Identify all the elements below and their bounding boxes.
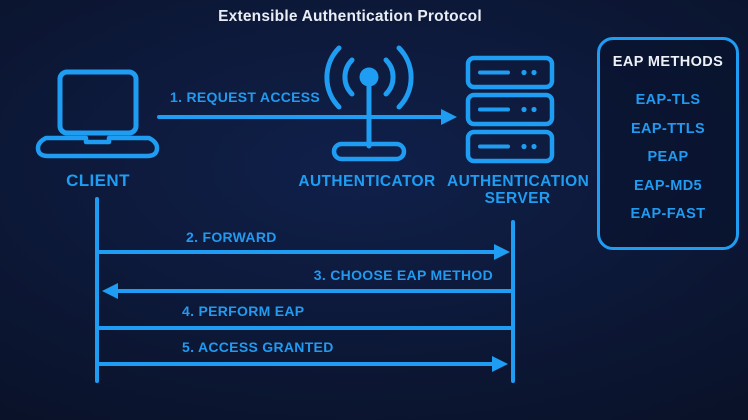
message-label-access-granted: 5. ACCESS GRANTED: [182, 339, 334, 355]
arrow-choose-eap-method: [102, 283, 515, 299]
authenticator-label: AUTHENTICATOR: [298, 173, 436, 190]
wifi-wave-right-inner: [383, 57, 396, 97]
eap-method-item: EAP-TTLS: [630, 120, 706, 137]
access-point-icon: [324, 45, 414, 162]
message-label-choose-eap-method: 3. CHOOSE EAP METHOD: [313, 267, 493, 283]
wifi-wave-left-inner: [342, 57, 355, 97]
message-label-request-access: 1. REQUEST ACCESS: [170, 89, 321, 105]
auth-server-label-line2: SERVER: [484, 190, 551, 207]
page-title: Extensible Authentication Protocol: [218, 8, 482, 25]
wifi-wave-right-outer: [396, 45, 414, 110]
eap-methods-header: EAP METHODS: [612, 54, 724, 70]
arrow-request-access: [157, 109, 457, 125]
eap-methods-panel: EAP METHODS EAP-TLS EAP-TTLS PEAP EAP-MD…: [597, 37, 739, 250]
message-label-perform-eap: 4. PERFORM EAP: [182, 303, 305, 319]
message-label-forward: 2. FORWARD: [186, 229, 277, 245]
laptop-icon: [35, 69, 160, 159]
eap-method-item: EAP-TLS: [635, 92, 701, 109]
eap-method-item: EAP-FAST: [630, 206, 706, 223]
arrow-forward: [95, 244, 510, 260]
eap-method-item: EAP-MD5: [633, 177, 703, 194]
arrow-access-granted: [95, 356, 508, 372]
auth-server-label-line1: AUTHENTICATION: [447, 173, 590, 190]
wifi-wave-left-outer: [324, 45, 342, 110]
server-icon: [465, 55, 555, 164]
client-label: CLIENT: [66, 171, 130, 190]
auth-server-label: AUTHENTICATION SERVER: [447, 173, 590, 207]
eap-method-item: PEAP: [647, 149, 689, 166]
